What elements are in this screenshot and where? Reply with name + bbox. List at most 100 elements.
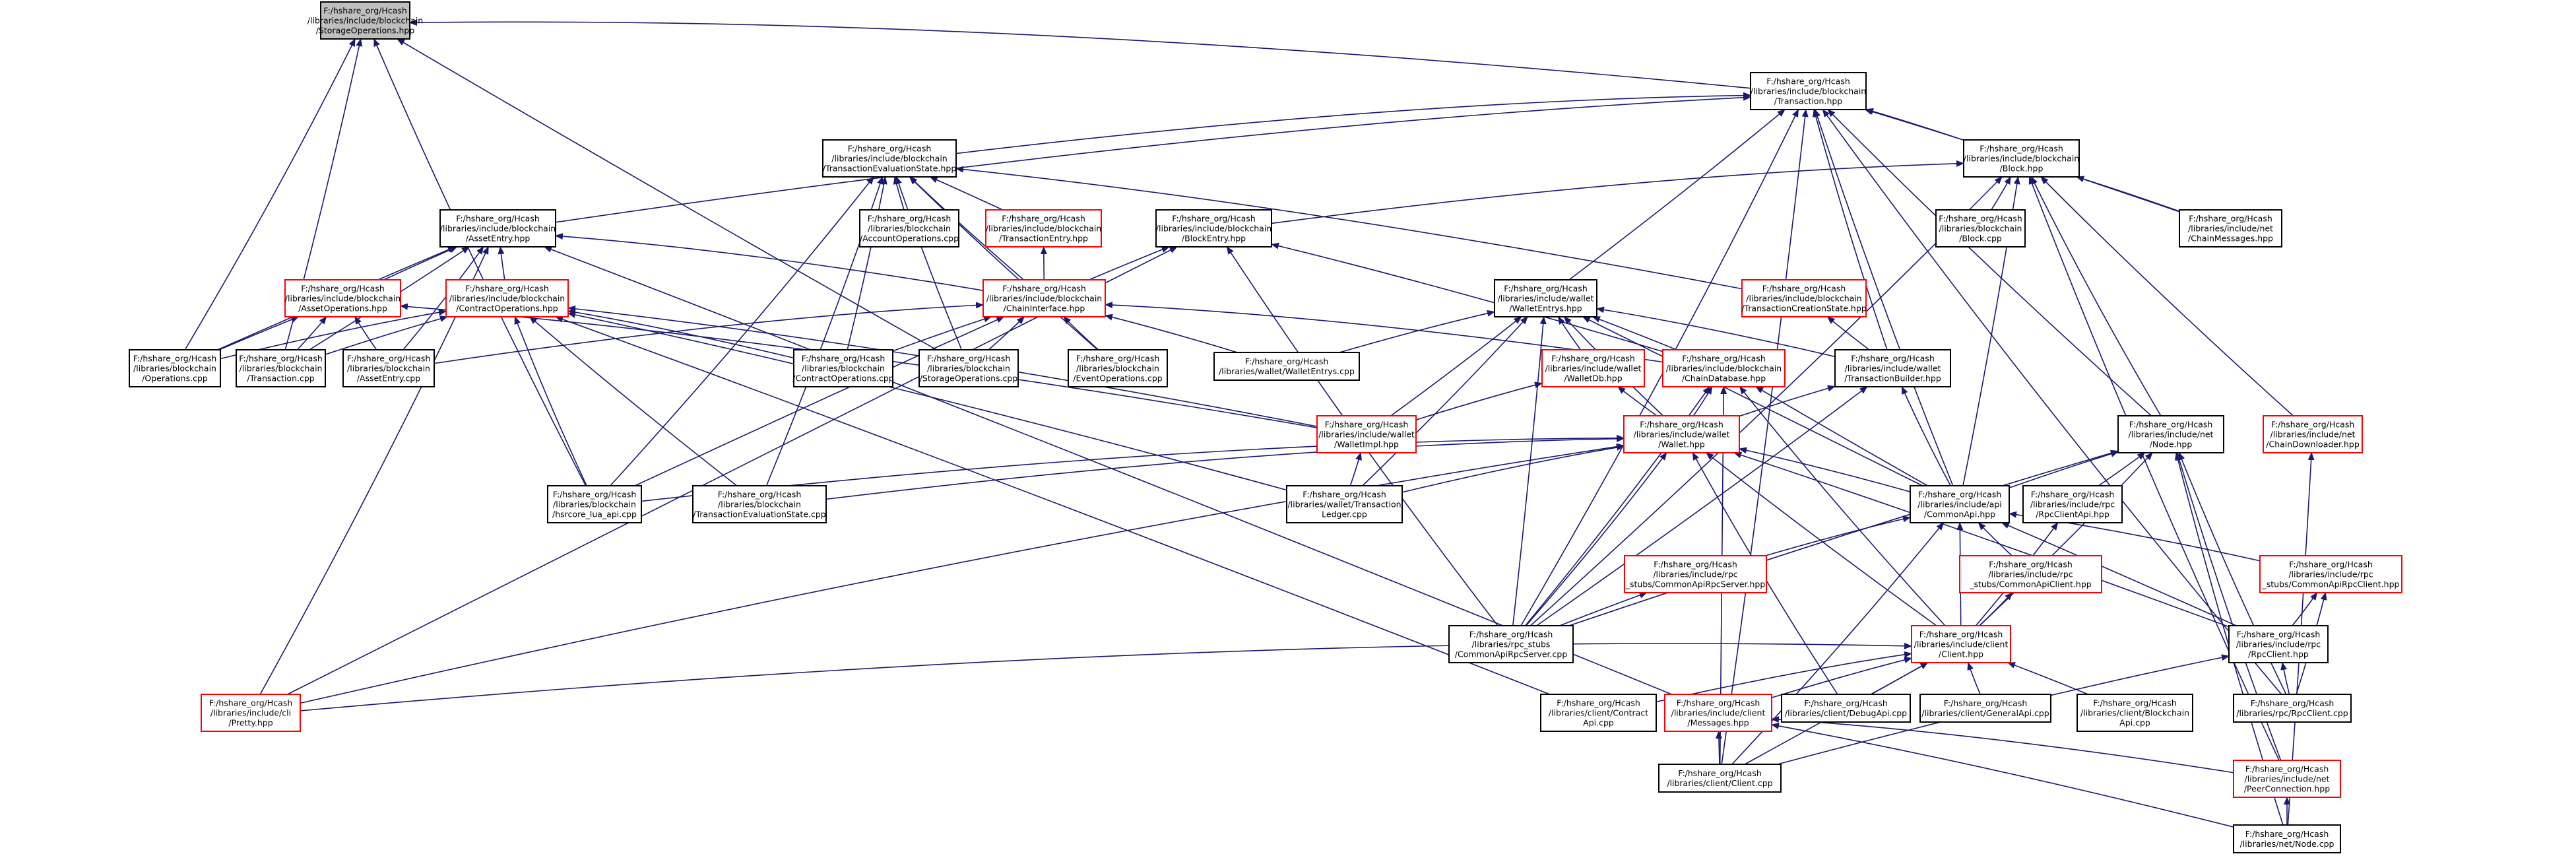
node-tx_ledger_cpp[interactable]: F:/hshare_org/Hcash/libraries/wallet/Tra… <box>1286 485 1403 523</box>
node-wallet_entrys_cpp[interactable]: F:/hshare_org/Hcash/libraries/wallet/Wal… <box>1213 352 1360 381</box>
node-node_hpp[interactable]: F:/hshare_org/Hcash/libraries/include/ne… <box>2117 415 2224 453</box>
node-label-line: /libraries/include/net <box>2188 224 2273 234</box>
node-label-line: F:/hshare_org/Hcash <box>868 214 951 224</box>
edge-common_api_hpp-to-wallet_entrys_hpp <box>1582 316 1923 486</box>
node-contract_api_cpp[interactable]: F:/hshare_org/Hcash/libraries/client/Con… <box>1540 694 1657 732</box>
node-block_hpp[interactable]: F:/hshare_org/Hcash/libraries/include/bl… <box>1963 139 2080 178</box>
node-common_api_client_hpp[interactable]: F:/hshare_org/Hcash/libraries/include/rp… <box>1959 555 2102 593</box>
node-tx_creation_state_hpp[interactable]: F:/hshare_org/Hcash/libraries/include/bl… <box>1741 279 1867 317</box>
edge-wallet_hpp-to-wallet_db_hpp <box>1617 386 1658 416</box>
node-block_cpp[interactable]: F:/hshare_org/Hcash/libraries/blockchain… <box>1935 209 2026 248</box>
edge-chain_downloader_hpp-to-block_hpp <box>2040 176 2294 416</box>
edge-asset_ops_hpp-to-asset_entry_hpp <box>383 246 458 280</box>
node-label-line: /libraries/include/rpc <box>1653 570 1737 579</box>
node-label-line: Api.cpp <box>1583 718 1614 728</box>
node-label-line: /CommonApi.hpp <box>1924 510 1995 519</box>
node-box <box>2179 209 2282 248</box>
node-box <box>1935 209 2026 248</box>
node-label-line: F:/hshare_org/Hcash <box>209 698 293 708</box>
node-rpc_client_cpp[interactable]: F:/hshare_org/Hcash/libraries/rpc/RpcCli… <box>2233 694 2352 723</box>
node-box <box>1910 485 2010 523</box>
node-contract_ops_cpp[interactable]: F:/hshare_org/Hcash/libraries/blockchain… <box>792 349 894 387</box>
node-node_cpp[interactable]: F:/hshare_org/Hcash/libraries/net/Node.c… <box>2233 824 2341 853</box>
node-label-line: /AccountOperations.cpp <box>860 234 959 244</box>
node-general_api_cpp[interactable]: F:/hshare_org/Hcash/libraries/client/Gen… <box>1919 694 2051 723</box>
node-label-line: /libraries/include/net <box>2245 774 2330 784</box>
node-transaction_entry_hpp[interactable]: F:/hshare_org/Hcash/libraries/include/bl… <box>985 209 1102 248</box>
node-label-line: /libraries/blockchain <box>718 500 801 510</box>
edge-wallet_hpp-to-chain_database_hpp <box>1692 386 1713 416</box>
edge-messages_hpp-to-client_hpp <box>1771 657 1912 698</box>
node-common_api_hpp[interactable]: F:/hshare_org/Hcash/libraries/include/ap… <box>1910 485 2010 523</box>
node-tx_eval_state_hpp[interactable]: F:/hshare_org/Hcash/libraries/include/bl… <box>822 139 957 178</box>
node-common_api_rpc_client_hpp[interactable]: F:/hshare_org/Hcash/libraries/include/rp… <box>2259 555 2402 593</box>
node-label-line: F:/hshare_org/Hcash <box>2237 630 2321 640</box>
node-lua_api_cpp[interactable]: F:/hshare_org/Hcash/libraries/blockchain… <box>547 485 642 523</box>
node-label-line: /libraries/blockchain <box>868 224 951 234</box>
edge-tx_eval_state_hpp-to-transaction_hpp <box>955 92 1751 154</box>
node-rpc_client_api_hpp[interactable]: F:/hshare_org/Hcash/libraries/include/rp… <box>2022 485 2123 523</box>
edge-rpc_client_hpp-to-common_api_hpp <box>2001 522 2237 626</box>
node-peer_connection_hpp[interactable]: F:/hshare_org/Hcash/libraries/include/ne… <box>2233 760 2341 798</box>
node-client_cpp[interactable]: F:/hshare_org/Hcash/libraries/client/Cli… <box>1658 764 1782 793</box>
node-transaction_cpp[interactable]: F:/hshare_org/Hcash/libraries/blockchain… <box>236 349 326 387</box>
edge-wallet_entrys_hpp-to-transaction_hpp <box>1568 109 1786 280</box>
edge-tx_ledger_cpp-to-wallet_hpp <box>1401 444 1625 493</box>
node-storage_ops_cpp[interactable]: F:/hshare_org/Hcash/libraries/blockchain… <box>918 349 1019 387</box>
node-label-line: /AssetEntry.cpp <box>357 374 421 383</box>
node-label-line: Ledger.cpp <box>1322 510 1367 519</box>
node-box <box>1919 694 2051 723</box>
node-wallet_db_hpp[interactable]: F:/hshare_org/Hcash/libraries/include/wa… <box>1541 349 1645 387</box>
node-box <box>1316 415 1417 453</box>
node-storage_ops_hpp[interactable]: F:/hshare_org/Hcash/libraries/include/bl… <box>307 1 423 40</box>
node-wallet_impl_hpp[interactable]: F:/hshare_org/Hcash/libraries/include/wa… <box>1316 415 1417 453</box>
node-debug_api_cpp[interactable]: F:/hshare_org/Hcash/libraries/client/Deb… <box>1781 694 1911 723</box>
node-box <box>439 209 556 248</box>
node-chain_interface_hpp[interactable]: F:/hshare_org/Hcash/libraries/include/bl… <box>982 279 1106 317</box>
edge-transaction_cpp-to-contract_ops_hpp <box>325 315 448 355</box>
node-account_ops_cpp[interactable]: F:/hshare_org/Hcash/libraries/blockchain… <box>859 209 959 248</box>
node-wallet_hpp[interactable]: F:/hshare_org/Hcash/libraries/include/wa… <box>1623 415 1740 453</box>
node-box <box>201 694 301 732</box>
node-label-line: /BlockEntry.hpp <box>1182 234 1246 244</box>
node-label-line: F:/hshare_org/Hcash <box>1172 214 1256 224</box>
node-box <box>1540 694 1657 732</box>
node-operations_cpp[interactable]: F:/hshare_org/Hcash/libraries/blockchain… <box>129 349 221 387</box>
node-messages_hpp[interactable]: F:/hshare_org/Hcash/libraries/include/cl… <box>1664 694 1772 732</box>
edge-peer_connection_hpp-to-block_hpp <box>2028 176 2280 761</box>
node-label-line: /ChainInterface.hpp <box>1004 304 1085 314</box>
node-blockchain_api_cpp[interactable]: F:/hshare_org/Hcash/libraries/client/Blo… <box>2077 694 2193 732</box>
node-box <box>1834 349 1951 387</box>
node-common_api_rpc_server_hpp[interactable]: F:/hshare_org/Hcash/libraries/include/rp… <box>1624 555 1767 593</box>
edge-chain_messages_hpp-to-block_hpp <box>2076 176 2180 212</box>
node-tx_builder_hpp[interactable]: F:/hshare_org/Hcash/libraries/include/wa… <box>1834 349 1951 387</box>
node-label-line: /Block.cpp <box>1959 234 2002 244</box>
node-box <box>1750 72 1867 110</box>
node-chain_messages_hpp[interactable]: F:/hshare_org/Hcash/libraries/include/ne… <box>2179 209 2282 248</box>
node-chain_downloader_hpp[interactable]: F:/hshare_org/Hcash/libraries/include/ne… <box>2263 415 2363 453</box>
node-box <box>1664 694 1772 732</box>
node-wallet_entrys_hpp[interactable]: F:/hshare_org/Hcash/libraries/include/wa… <box>1494 279 1597 317</box>
node-tx_eval_state_cpp[interactable]: F:/hshare_org/Hcash/libraries/blockchain… <box>692 485 827 523</box>
node-event_ops_cpp[interactable]: F:/hshare_org/Hcash/libraries/blockchain… <box>1068 349 1168 387</box>
node-block_entry_hpp[interactable]: F:/hshare_org/Hcash/libraries/include/bl… <box>1155 209 1272 248</box>
node-asset_entry_cpp[interactable]: F:/hshare_org/Hcash/libraries/blockchain… <box>342 349 435 387</box>
node-label-line: /EventOperations.cpp <box>1073 374 1163 383</box>
node-box <box>284 279 401 317</box>
node-contract_ops_hpp[interactable]: F:/hshare_org/Hcash/libraries/include/bl… <box>445 279 569 317</box>
edge-contract_ops_hpp-to-asset_entry_hpp <box>498 246 505 280</box>
edge-wallet_impl_hpp-to-wallet_db_hpp <box>1415 381 1543 420</box>
node-asset_ops_hpp[interactable]: F:/hshare_org/Hcash/libraries/include/bl… <box>284 279 401 317</box>
node-client_hpp[interactable]: F:/hshare_org/Hcash/libraries/include/cl… <box>1911 625 2011 663</box>
node-label-line: /libraries/include/wallet <box>1498 294 1594 304</box>
edge-lua_api_cpp-to-storage_ops_hpp <box>373 38 587 486</box>
node-label-line: /WalletImpl.hpp <box>1334 440 1399 449</box>
node-pretty_hpp[interactable]: F:/hshare_org/Hcash/libraries/include/cl… <box>201 694 301 732</box>
node-label-line: /AssetEntry.hpp <box>466 234 531 244</box>
node-transaction_hpp[interactable]: F:/hshare_org/Hcash/libraries/include/bl… <box>1750 72 1867 110</box>
node-asset_entry_hpp[interactable]: F:/hshare_org/Hcash/libraries/include/bl… <box>439 209 556 248</box>
node-chain_database_hpp[interactable]: F:/hshare_org/Hcash/libraries/include/bl… <box>1662 349 1786 387</box>
node-common_api_rpc_server_cpp[interactable]: F:/hshare_org/Hcash/libraries/rpc_stubs/… <box>1448 625 1574 663</box>
node-rpc_client_hpp[interactable]: F:/hshare_org/Hcash/libraries/include/rp… <box>2228 625 2329 663</box>
